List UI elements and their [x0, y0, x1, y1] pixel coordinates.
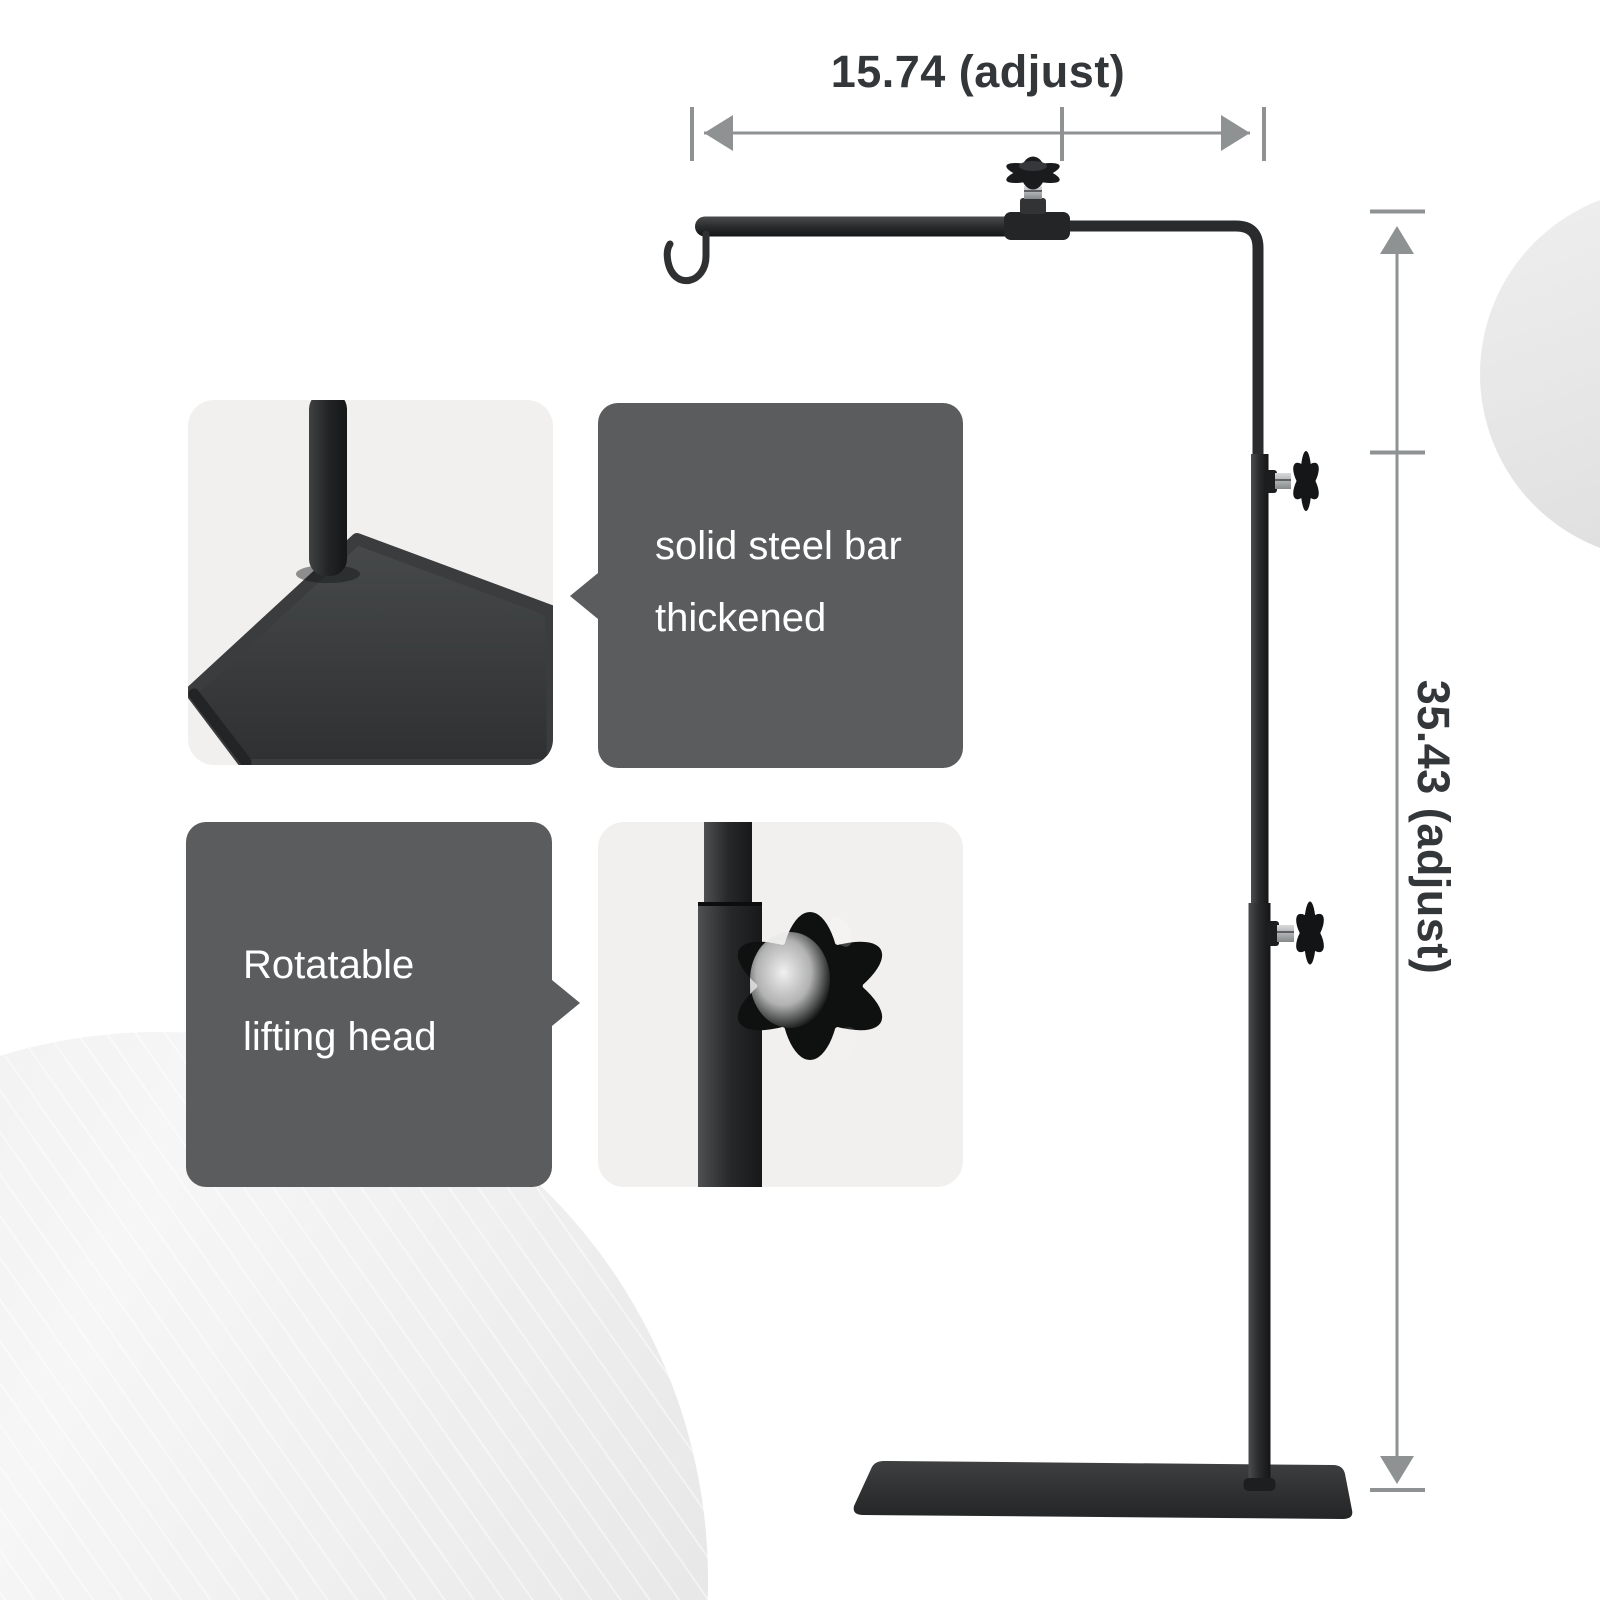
inset-base-plate-shape: [188, 533, 553, 765]
arm-inner-tube: [1066, 220, 1264, 458]
callout-text-line: lifting head: [243, 1014, 437, 1059]
arm-knob-thread: [1024, 190, 1042, 192]
pole-lower-tube: [1248, 903, 1271, 1488]
inset-photo-base-plate: [188, 400, 553, 765]
arm-outer-tube: [695, 216, 1069, 237]
callout-tail-left: [570, 573, 598, 619]
arrow-left-icon: [704, 115, 733, 151]
pole-knob1-thread: [1275, 479, 1291, 481]
pole-clamp-knob1-icon: [1290, 451, 1322, 511]
arm-knob-collar: [1020, 198, 1046, 214]
arrow-up-icon: [1380, 226, 1414, 254]
callout-rotatable-lifting-head: Rotatable lifting head: [186, 822, 580, 1187]
v-dim-tick-top: [1370, 209, 1425, 214]
h-dim-tick-right: [1262, 107, 1266, 161]
v-dim-line: [1395, 252, 1399, 1458]
arm-clamp-sleeve: [1004, 212, 1070, 240]
pole-knob1-boss: [1264, 470, 1277, 493]
floor-stand: [663, 156, 1353, 1519]
pole-foot: [1243, 1478, 1276, 1491]
inset-base-drawing: [188, 400, 553, 765]
callout-text-line: Rotatable: [243, 942, 415, 987]
arm-knob-shaft: [1024, 186, 1042, 199]
inset-photo-lifting-knob: [598, 822, 963, 1187]
pole-middle-tube: [1251, 454, 1269, 906]
inset-base-plate-edge: [188, 688, 252, 765]
pole-clamp-knob2-icon: [1293, 901, 1327, 965]
callout-text-line: solid steel bar: [655, 523, 902, 568]
horizontal-dimension: [690, 107, 1266, 161]
inset-base-pole: [309, 400, 347, 576]
h-dim-tick-left: [690, 107, 694, 161]
callout-solid-steel-bar: solid steel bar thickened: [570, 403, 963, 768]
inset-knob-joint-cap: [698, 902, 762, 908]
pole-knob2-thread: [1277, 931, 1294, 933]
arm-knob-highlight: [1019, 161, 1047, 171]
v-dim-tick-bottom: [1370, 1488, 1425, 1492]
inset-knob-drawing: [698, 822, 896, 1187]
callout-tail-right: [552, 980, 580, 1026]
callout-text-line: thickened: [655, 595, 827, 640]
vertical-dimension: [1370, 209, 1425, 1492]
inset-knob-upper-tube: [704, 822, 752, 909]
base-plate: [853, 1461, 1353, 1519]
h-dim-line: [704, 131, 1250, 135]
pole-knob2-boss: [1266, 921, 1279, 946]
inset-knob-pearl-highlight: [750, 932, 830, 1028]
hanging-hook-icon: [663, 230, 710, 284]
width-dimension-label: 15.74 (adjust): [830, 46, 1126, 97]
arrow-down-icon: [1380, 1456, 1414, 1484]
inset-knob-gloss: [830, 917, 852, 947]
arrow-right-icon: [1221, 115, 1250, 151]
pole-knob2-shaft: [1277, 925, 1294, 942]
inset-knob-gloss: [831, 1027, 857, 1061]
